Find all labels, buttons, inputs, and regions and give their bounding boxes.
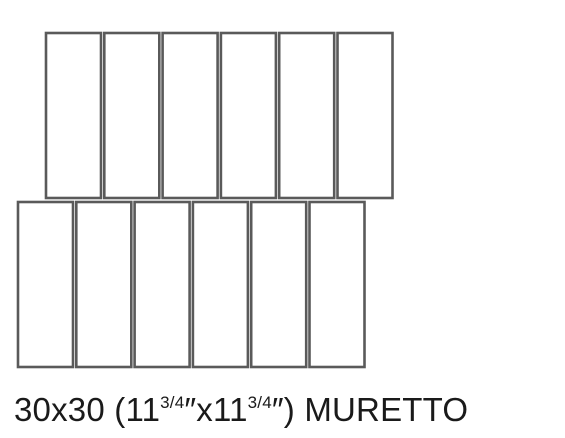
bottom-row-tile-2 <box>75 200 133 369</box>
caption-open: (11 <box>114 391 161 428</box>
top-row-tile-2 <box>103 31 161 200</box>
top-row-tile-6 <box>336 31 394 200</box>
caption-close: ″) <box>271 391 295 428</box>
caption-fraction-2: 3/4 <box>247 393 272 412</box>
bottom-row-tile-1 <box>16 200 75 369</box>
pattern-caption: 30x30 (113/4″x113/4″) MURETTO <box>14 390 468 430</box>
top-row-tile-1 <box>44 31 103 200</box>
caption-pattern-name: MURETTO <box>304 391 469 428</box>
top-row-tile-3 <box>161 31 219 200</box>
caption-size: 30x30 <box>14 391 105 428</box>
caption-middle: ″x11 <box>184 391 248 428</box>
top-row-tile-4 <box>219 31 278 200</box>
top-row-tile-5 <box>277 31 336 200</box>
bottom-row-tile-3 <box>133 200 191 369</box>
caption-fraction-1: 3/4 <box>160 393 185 412</box>
top-row <box>44 31 394 200</box>
bottom-row-tile-5 <box>249 200 308 369</box>
bottom-row-tile-4 <box>191 200 250 369</box>
bottom-row <box>16 200 366 369</box>
bottom-row-tile-6 <box>308 200 366 369</box>
